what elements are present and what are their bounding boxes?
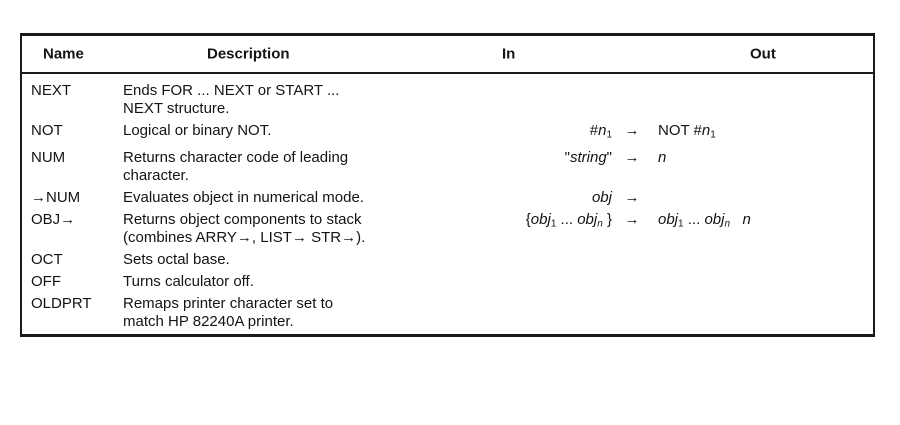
header-in: In [502, 45, 516, 63]
stack-in [451, 82, 612, 118]
stack-out [652, 295, 873, 331]
stack-in [451, 295, 612, 331]
description-line: Evaluates object in numerical mode. [123, 188, 364, 206]
description-line: Remaps printer character set to [123, 294, 334, 312]
description-line: Ends FOR ... NEXT or START ... [123, 82, 340, 99]
stack-notation-segment: obj [577, 210, 598, 228]
description-line: match HP 82240A printer. [123, 312, 294, 330]
command-description: Ends FOR ... NEXT or START ...NEXT struc… [123, 82, 451, 118]
command-name: NEXT [31, 82, 72, 99]
command-name: OCT [31, 250, 63, 268]
stack-in [451, 251, 612, 269]
description-line: Sets octal base. [123, 250, 230, 268]
stack-notation-segment: n [658, 148, 667, 166]
stack-arrow-icon: → [624, 188, 640, 206]
command-description: Returns object components to stack(combi… [123, 211, 451, 247]
table-row: OFF Turns calculator off. [22, 273, 873, 291]
description-line: (combines ARRY→, LIST→ STR→). [123, 228, 366, 246]
stack-notation-segment: 1 [550, 218, 557, 229]
command-name: OLDPRT [31, 294, 92, 312]
stack-arrow-icon: → [624, 122, 640, 139]
stack-notation-segment: { [525, 210, 531, 228]
stack-notation-segment: ... [683, 210, 705, 228]
command-name: →NUM [31, 188, 81, 206]
stack-out: obj1 ... objn n [652, 211, 873, 247]
description-line: NEXT structure. [123, 100, 230, 117]
description-line: character. [123, 166, 189, 184]
stack-notation-segment: obj [591, 188, 612, 206]
stack-out: NOT #n1 [652, 122, 873, 145]
stack-notation-segment: 1 [606, 129, 612, 141]
stack-notation-segment: 1 [710, 129, 716, 141]
stack-notation-segment: " [564, 148, 570, 166]
stack-arrow-icon: → [624, 210, 640, 228]
stack-arrow-icon [612, 251, 652, 269]
table-row: NEXT Ends FOR ... NEXT or START ...NEXT s… [22, 82, 873, 118]
header-out: Out [750, 45, 776, 63]
stack-notation-segment: obj [704, 210, 725, 228]
stack-notation-segment: " [606, 148, 612, 166]
stack-notation-segment: # [589, 122, 599, 139]
table-row: OBJ→ Returns object components to stack(c… [22, 211, 873, 247]
stack-notation-segment: NOT # [658, 122, 702, 139]
stack-notation-segment: obj [658, 210, 679, 228]
stack-in: {obj1 ... objn } [451, 211, 612, 247]
header-description: Description [207, 45, 290, 63]
stack-arrow-icon [612, 295, 652, 331]
description-line: Turns calculator off. [123, 272, 254, 290]
command-description: Sets octal base. [123, 251, 451, 269]
stack-in: "string" [451, 149, 612, 185]
table-row: OCT Sets octal base. [22, 251, 873, 269]
stack-notation-segment: n [724, 218, 731, 229]
stack-in: obj [451, 189, 612, 207]
stack-notation-segment: n [598, 122, 607, 139]
stack-out [652, 189, 873, 207]
stack-out [652, 82, 873, 118]
table-header-row: Name Description In Out [22, 36, 873, 74]
command-name: NUM [31, 148, 66, 166]
stack-arrow-icon: → [624, 148, 640, 166]
stack-notation-segment: n [597, 218, 603, 229]
stack-notation-segment: } [602, 210, 612, 228]
command-description: Logical or binary NOT. [123, 122, 451, 145]
command-description: Turns calculator off. [123, 273, 451, 291]
stack-out: n [652, 149, 873, 185]
stack-notation-segment: obj [530, 210, 551, 228]
table-body: NEXT Ends FOR ... NEXT or START ...NEXT s… [22, 74, 873, 333]
stack-in [451, 273, 612, 291]
header-name: Name [43, 45, 84, 63]
stack-out [652, 273, 873, 291]
stack-arrow-icon [612, 273, 652, 291]
command-name: OFF [31, 272, 61, 290]
stack-in: #n1 [451, 122, 612, 145]
stack-notation-segment: n [701, 122, 711, 139]
stack-notation-segment: n [742, 210, 751, 228]
stack-notation-segment [730, 211, 743, 228]
stack-notation-segment: ... [556, 210, 578, 228]
stack-notation-segment: string [569, 148, 607, 166]
command-description: Evaluates object in numerical mode. [123, 189, 451, 207]
table-row: →NUM Evaluates object in numerical mode. o… [22, 189, 873, 207]
description-line: Returns object components to stack [123, 210, 362, 228]
description-line: Returns character code of leading [123, 148, 349, 166]
stack-out [652, 251, 873, 269]
description-line: Logical or binary NOT. [123, 122, 272, 139]
command-name: OBJ→ [31, 210, 76, 228]
command-reference-table: Name Description In Out NEXT Ends FOR ...… [20, 33, 875, 337]
stack-arrow-icon [612, 82, 652, 118]
stack-notation-segment: 1 [678, 218, 684, 229]
command-name: NOT [31, 122, 63, 139]
